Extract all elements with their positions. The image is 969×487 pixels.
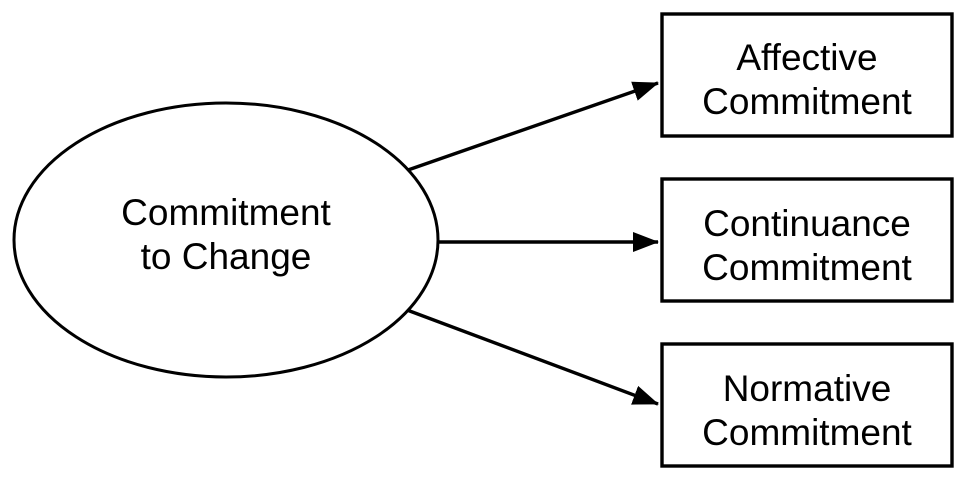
normative-commitment-node: Normative Commitment (660, 342, 954, 468)
commitment-to-change-node: Commitment to Change (12, 101, 440, 379)
arrow-to-affective-commitment (407, 81, 659, 172)
rectangle-shape (660, 177, 954, 303)
source-node-label-line2: to Change (141, 236, 312, 277)
target-node-label-line2: Commitment (702, 81, 912, 122)
target-node-label-line2: Commitment (702, 247, 912, 288)
source-node-label-line1: Commitment (121, 192, 331, 233)
rectangle-shape (660, 12, 954, 138)
continuance-commitment-node: Continuance Commitment (660, 177, 954, 303)
target-node-label-line1: Affective (736, 37, 877, 78)
affective-commitment-node: Affective Commitment (660, 12, 954, 138)
arrow-to-normative-commitment (406, 308, 659, 406)
rectangle-shape (660, 342, 954, 468)
target-node-label-line1: Normative (723, 368, 892, 409)
target-node-label-line2: Commitment (702, 412, 912, 453)
target-node-label-line1: Continuance (703, 203, 911, 244)
ellipse-shape (12, 101, 440, 379)
